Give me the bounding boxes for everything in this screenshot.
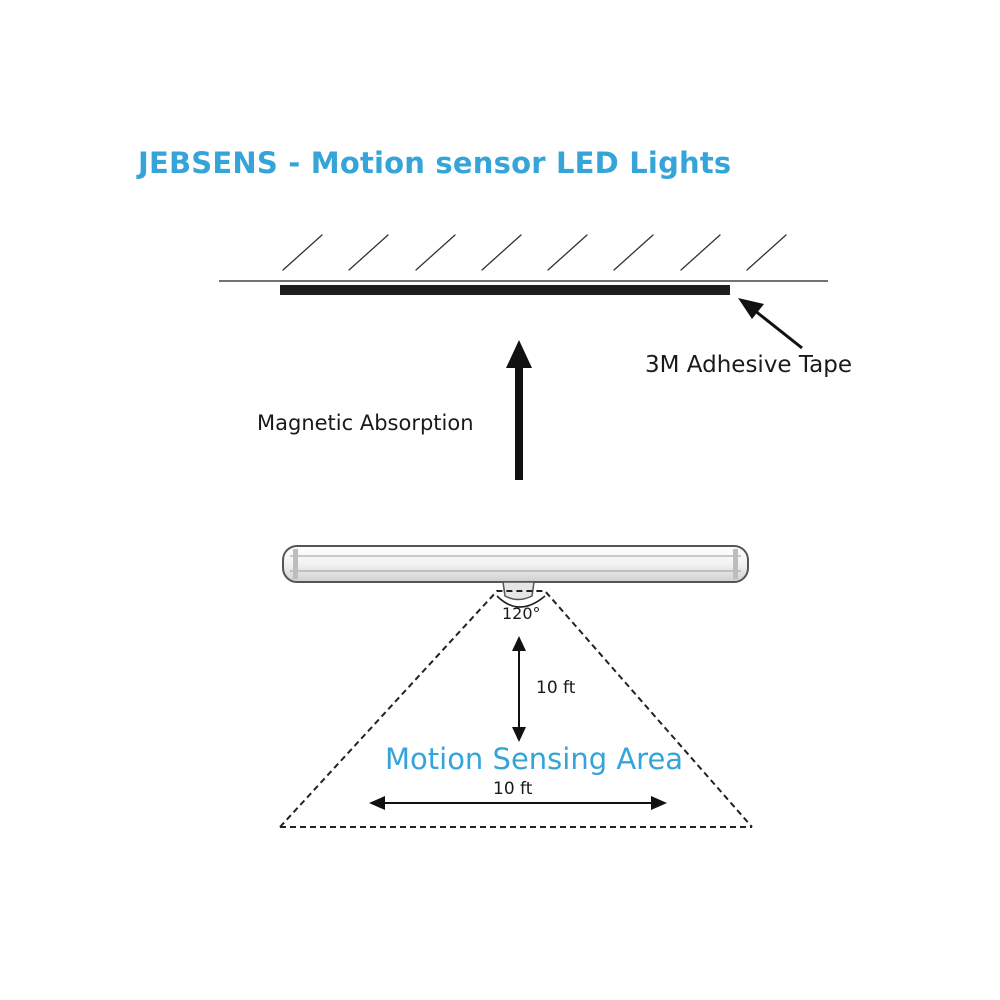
ceiling-hatch <box>282 234 787 271</box>
angle-arc <box>496 595 546 608</box>
led-light-bar-icon <box>282 545 749 601</box>
tape-pointer-arrow-icon <box>738 298 803 350</box>
adhesive-tape-label: 3M Adhesive Tape <box>645 352 852 378</box>
vertical-distance-arrow-icon <box>512 636 526 742</box>
sensing-cone <box>279 590 753 828</box>
magnetic-absorption-arrow-icon <box>506 340 532 480</box>
horizontal-distance-label: 10 ft <box>493 779 533 799</box>
vertical-distance-label: 10 ft <box>536 678 576 698</box>
adhesive-tape-strip <box>280 285 730 295</box>
sensing-area-label: Motion Sensing Area <box>385 742 684 776</box>
horizontal-distance-arrow-icon <box>369 796 667 810</box>
magnetic-absorption-label: Magnetic Absorption <box>257 411 474 435</box>
diagram-title: JEBSENS - Motion sensor LED Lights <box>138 146 732 180</box>
angle-label: 120° <box>502 604 541 623</box>
